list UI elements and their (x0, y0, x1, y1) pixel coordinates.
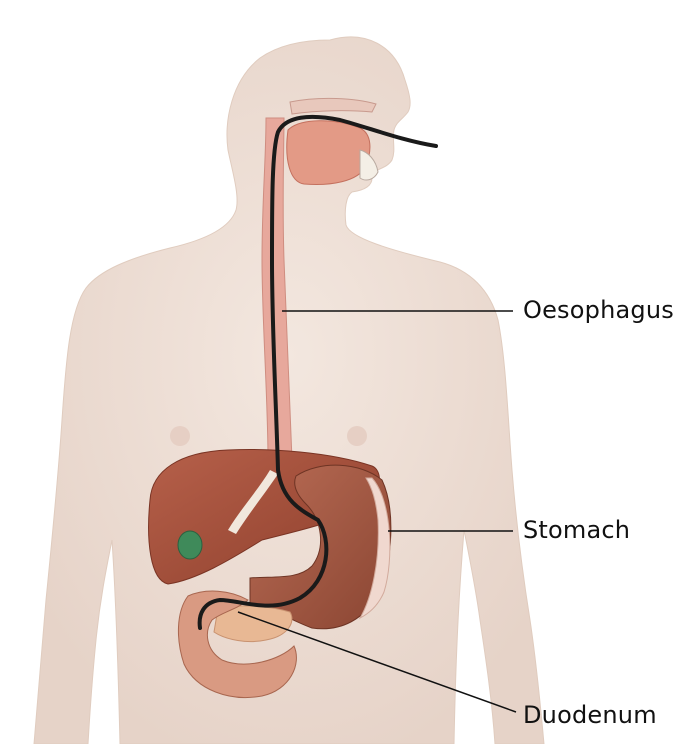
right-nipple (347, 426, 367, 446)
left-nipple (170, 426, 190, 446)
duodenum-label: Duodenum (523, 701, 657, 729)
tongue (287, 121, 370, 185)
gallbladder (178, 531, 202, 559)
oesophagus-label: Oesophagus (523, 296, 674, 324)
stomach-label: Stomach (523, 516, 630, 544)
